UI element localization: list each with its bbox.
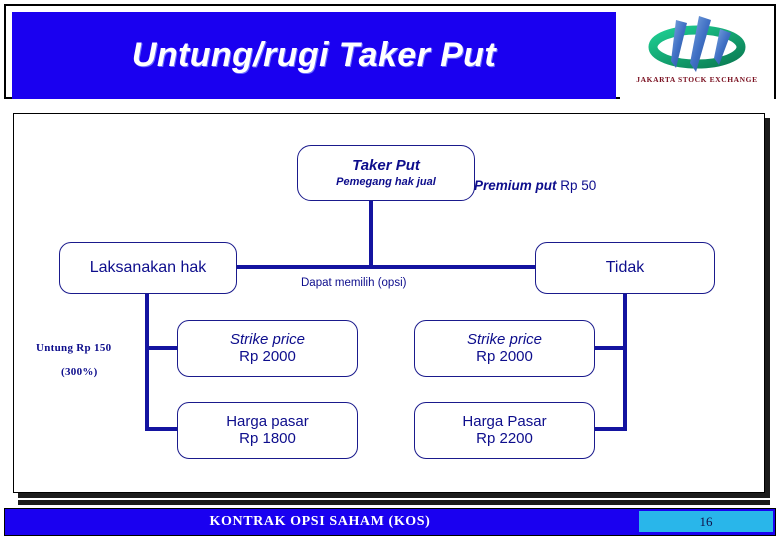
node-tidak-label: Tidak — [605, 259, 645, 277]
node-strike-price-left[interactable]: Strike price Rp 2000 — [177, 320, 358, 377]
logo-icon — [648, 16, 746, 72]
label-premium-put: Premium put Rp 50 — [474, 178, 596, 193]
content-panel: Taker Put Pemegang hak jual Laksanakan h… — [13, 113, 765, 493]
connector-horizontal-split — [223, 265, 627, 269]
connector-left-to-harga — [145, 427, 181, 431]
title-banner: Untung/rugi Taker Put — [12, 12, 616, 99]
page-number: 16 — [699, 513, 713, 529]
node-harga-pasar-left-value: Rp 1800 — [239, 430, 296, 447]
connector-taker-down — [369, 201, 373, 267]
slide-footer: KONTRAK OPSI SAHAM (KOS) 16 — [4, 508, 776, 536]
slide-header: Untung/rugi Taker Put — [4, 4, 776, 99]
node-taker-put-title: Taker Put — [352, 156, 420, 174]
logo-caption: JAKARTA STOCK EXCHANGE — [636, 75, 758, 84]
node-strike-price-left-label: Strike price — [229, 330, 306, 348]
connector-left-to-strike — [145, 346, 181, 350]
page-title: Untung/rugi Taker Put — [131, 36, 497, 74]
node-harga-pasar-right-value: Rp 2200 — [476, 430, 533, 447]
connector-right-vertical — [623, 292, 627, 431]
footer-divider — [18, 500, 770, 505]
footer-title: KONTRAK OPSI SAHAM (KOS) — [209, 513, 431, 529]
connector-right-to-harga — [591, 427, 627, 431]
node-harga-pasar-left-label: Harga pasar — [226, 412, 309, 430]
node-taker-put-subtitle: Pemegang hak jual — [336, 176, 436, 189]
connector-right-to-strike — [591, 346, 627, 350]
label-premium-put-value: Rp 50 — [556, 178, 597, 193]
label-premium-put-text: Premium put — [474, 178, 557, 193]
node-strike-price-left-value: Rp 2000 — [239, 348, 296, 365]
page-number-chip: 16 — [639, 511, 773, 532]
jakarta-stock-exchange-logo: JAKARTA STOCK EXCHANGE — [620, 12, 774, 99]
label-untung: Untung Rp 150 — [36, 342, 112, 354]
node-strike-price-right[interactable]: Strike price Rp 2000 — [414, 320, 595, 377]
node-strike-price-right-value: Rp 2000 — [476, 348, 533, 365]
node-laksanakan-hak-label: Laksanakan hak — [89, 259, 207, 277]
flowchart: Taker Put Pemegang hak jual Laksanakan h… — [14, 114, 766, 494]
node-laksanakan-hak[interactable]: Laksanakan hak — [59, 242, 237, 294]
label-untung-percent: (300%) — [61, 366, 98, 378]
label-dapat-memilih: Dapat memilih (opsi) — [301, 277, 407, 289]
node-harga-pasar-right[interactable]: Harga Pasar Rp 2200 — [414, 402, 595, 459]
node-taker-put[interactable]: Taker Put Pemegang hak jual — [297, 145, 475, 201]
connector-left-vertical — [145, 292, 149, 431]
node-harga-pasar-left[interactable]: Harga pasar Rp 1800 — [177, 402, 358, 459]
node-tidak[interactable]: Tidak — [535, 242, 715, 294]
node-strike-price-right-label: Strike price — [466, 330, 543, 348]
node-harga-pasar-right-label: Harga Pasar — [462, 412, 547, 430]
